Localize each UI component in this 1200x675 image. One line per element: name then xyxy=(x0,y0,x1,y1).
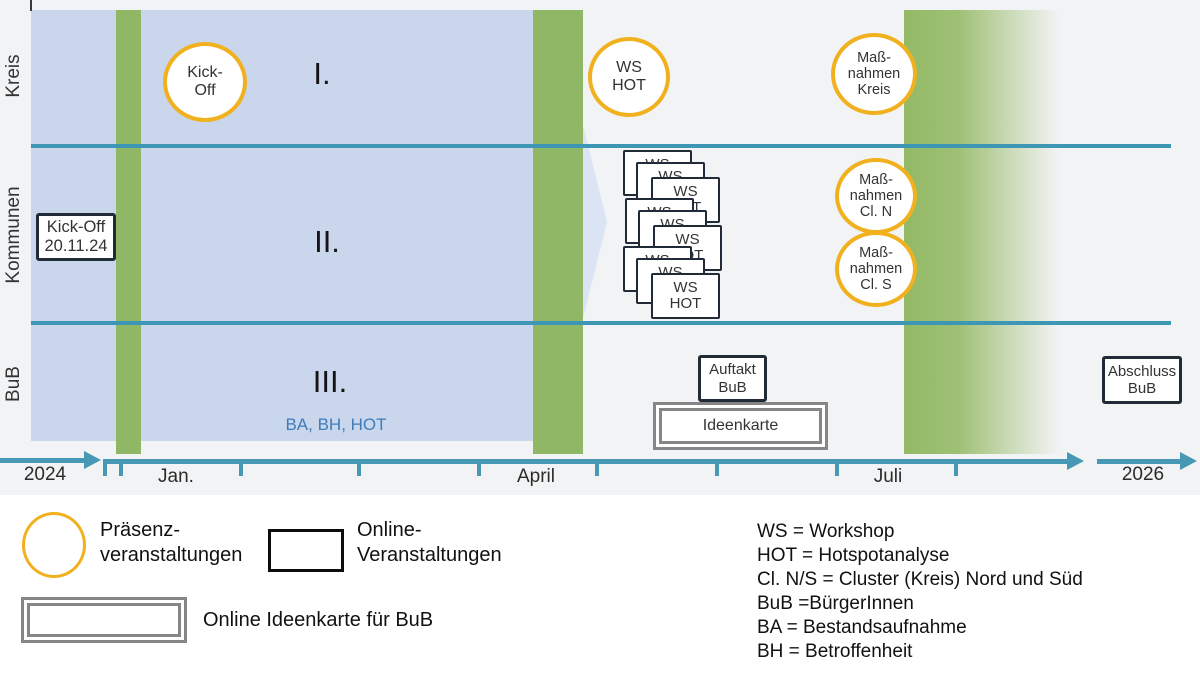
ws-hot-card-stack-3: WS HOT WS HOT WS HOT xyxy=(623,246,722,320)
online-box-abschluss-bub: Abschluss BuB xyxy=(1102,356,1182,404)
abbreviation-ba: BA = Bestandsaufnahme xyxy=(757,617,967,638)
timeline-tick xyxy=(357,462,361,476)
row-label-kommunen: Kommunen xyxy=(3,186,24,284)
row-divider-kreis-kommunen xyxy=(31,144,1171,148)
legend-circle-icon xyxy=(22,512,86,578)
event-circle-massnahmen-kreis: Maß- nahmen Kreis xyxy=(831,33,917,115)
timeline-2024-arrow xyxy=(0,458,86,463)
timeline-tick xyxy=(239,462,243,476)
phase-numeral-3: III. xyxy=(312,364,348,399)
row-label-kreis: Kreis xyxy=(3,54,24,98)
abbreviation-ws: WS = Workshop xyxy=(757,521,895,542)
phase-numeral-2: II. xyxy=(314,224,340,259)
event-circle-ws-hot: WS HOT xyxy=(588,37,670,117)
timeline-tick xyxy=(835,462,839,476)
abbreviation-bub: BuB =BürgerInnen xyxy=(757,593,914,614)
timeline-2024-arrowhead-icon xyxy=(84,451,101,469)
ws-hot-card: WS HOT xyxy=(651,273,720,319)
legend-ideenkarte-label: Online Ideenkarte für BuB xyxy=(203,609,434,631)
abbreviation-bh: BH = Betroffenheit xyxy=(757,641,913,662)
timeline-main-arrowhead-icon xyxy=(1067,452,1084,470)
legend-online-box-icon xyxy=(268,529,344,572)
online-box-auftakt-bub: Auftakt BuB xyxy=(698,355,767,402)
timeline-start-cap xyxy=(103,459,107,476)
milestone-bar-november xyxy=(116,10,141,454)
phase-numeral-1: I. xyxy=(313,56,331,91)
row-label-bub: BuB xyxy=(3,366,24,402)
event-circle-massnahmen-cl-s: Maß- nahmen Cl. S xyxy=(835,231,917,307)
timeline-2026-arrow xyxy=(1097,459,1182,464)
timeline-label-juli: Juli xyxy=(873,466,903,487)
event-circle-massnahmen-cl-n: Maß- nahmen Cl. N xyxy=(835,158,917,234)
legend-praesenz-label: Präsenz- veranstaltungen xyxy=(100,519,243,567)
timeline-tick xyxy=(954,462,958,476)
row-divider-kommunen-bub xyxy=(31,321,1171,325)
ideenkarte-box-label: Ideenkarte xyxy=(659,408,822,444)
online-box-kick-off: Kick-Off 20.11.24 xyxy=(36,213,116,261)
timeline-main-line xyxy=(103,459,1069,464)
timeline-tick xyxy=(477,462,481,476)
timeline-label-2024: 2024 xyxy=(23,464,67,485)
timeline-tick xyxy=(119,462,123,476)
timeline-tick xyxy=(595,462,599,476)
timeline-2026-arrowhead-icon xyxy=(1180,452,1197,470)
phase-3-note: BA, BH, HOT xyxy=(285,415,387,434)
abbreviation-hot: HOT = Hotspotanalyse xyxy=(757,545,950,566)
phase-arrow-shape xyxy=(583,125,607,318)
milestone-bar-april xyxy=(533,10,583,454)
corner-tick xyxy=(30,0,32,11)
timeline-tick xyxy=(715,462,719,476)
timeline-label-april: April xyxy=(516,466,555,487)
abbreviation-cl: Cl. N/S = Cluster (Kreis) Nord und Süd xyxy=(757,569,1083,590)
legend-online-label: Online- Veranstaltungen xyxy=(357,519,502,567)
legend-ideenkarte-box-icon xyxy=(21,597,187,643)
milestone-bar-juli-gradient xyxy=(904,10,1059,454)
ideenkarte-box: Ideenkarte xyxy=(653,402,828,450)
timeline-label-jan: Jan. xyxy=(158,466,194,487)
event-circle-kick-off: Kick- Off xyxy=(163,42,247,122)
abbreviation-legend: WS = Workshop HOT = Hotspotanalyse Cl. N… xyxy=(757,520,1083,664)
timeline-label-2026: 2026 xyxy=(1121,464,1165,485)
